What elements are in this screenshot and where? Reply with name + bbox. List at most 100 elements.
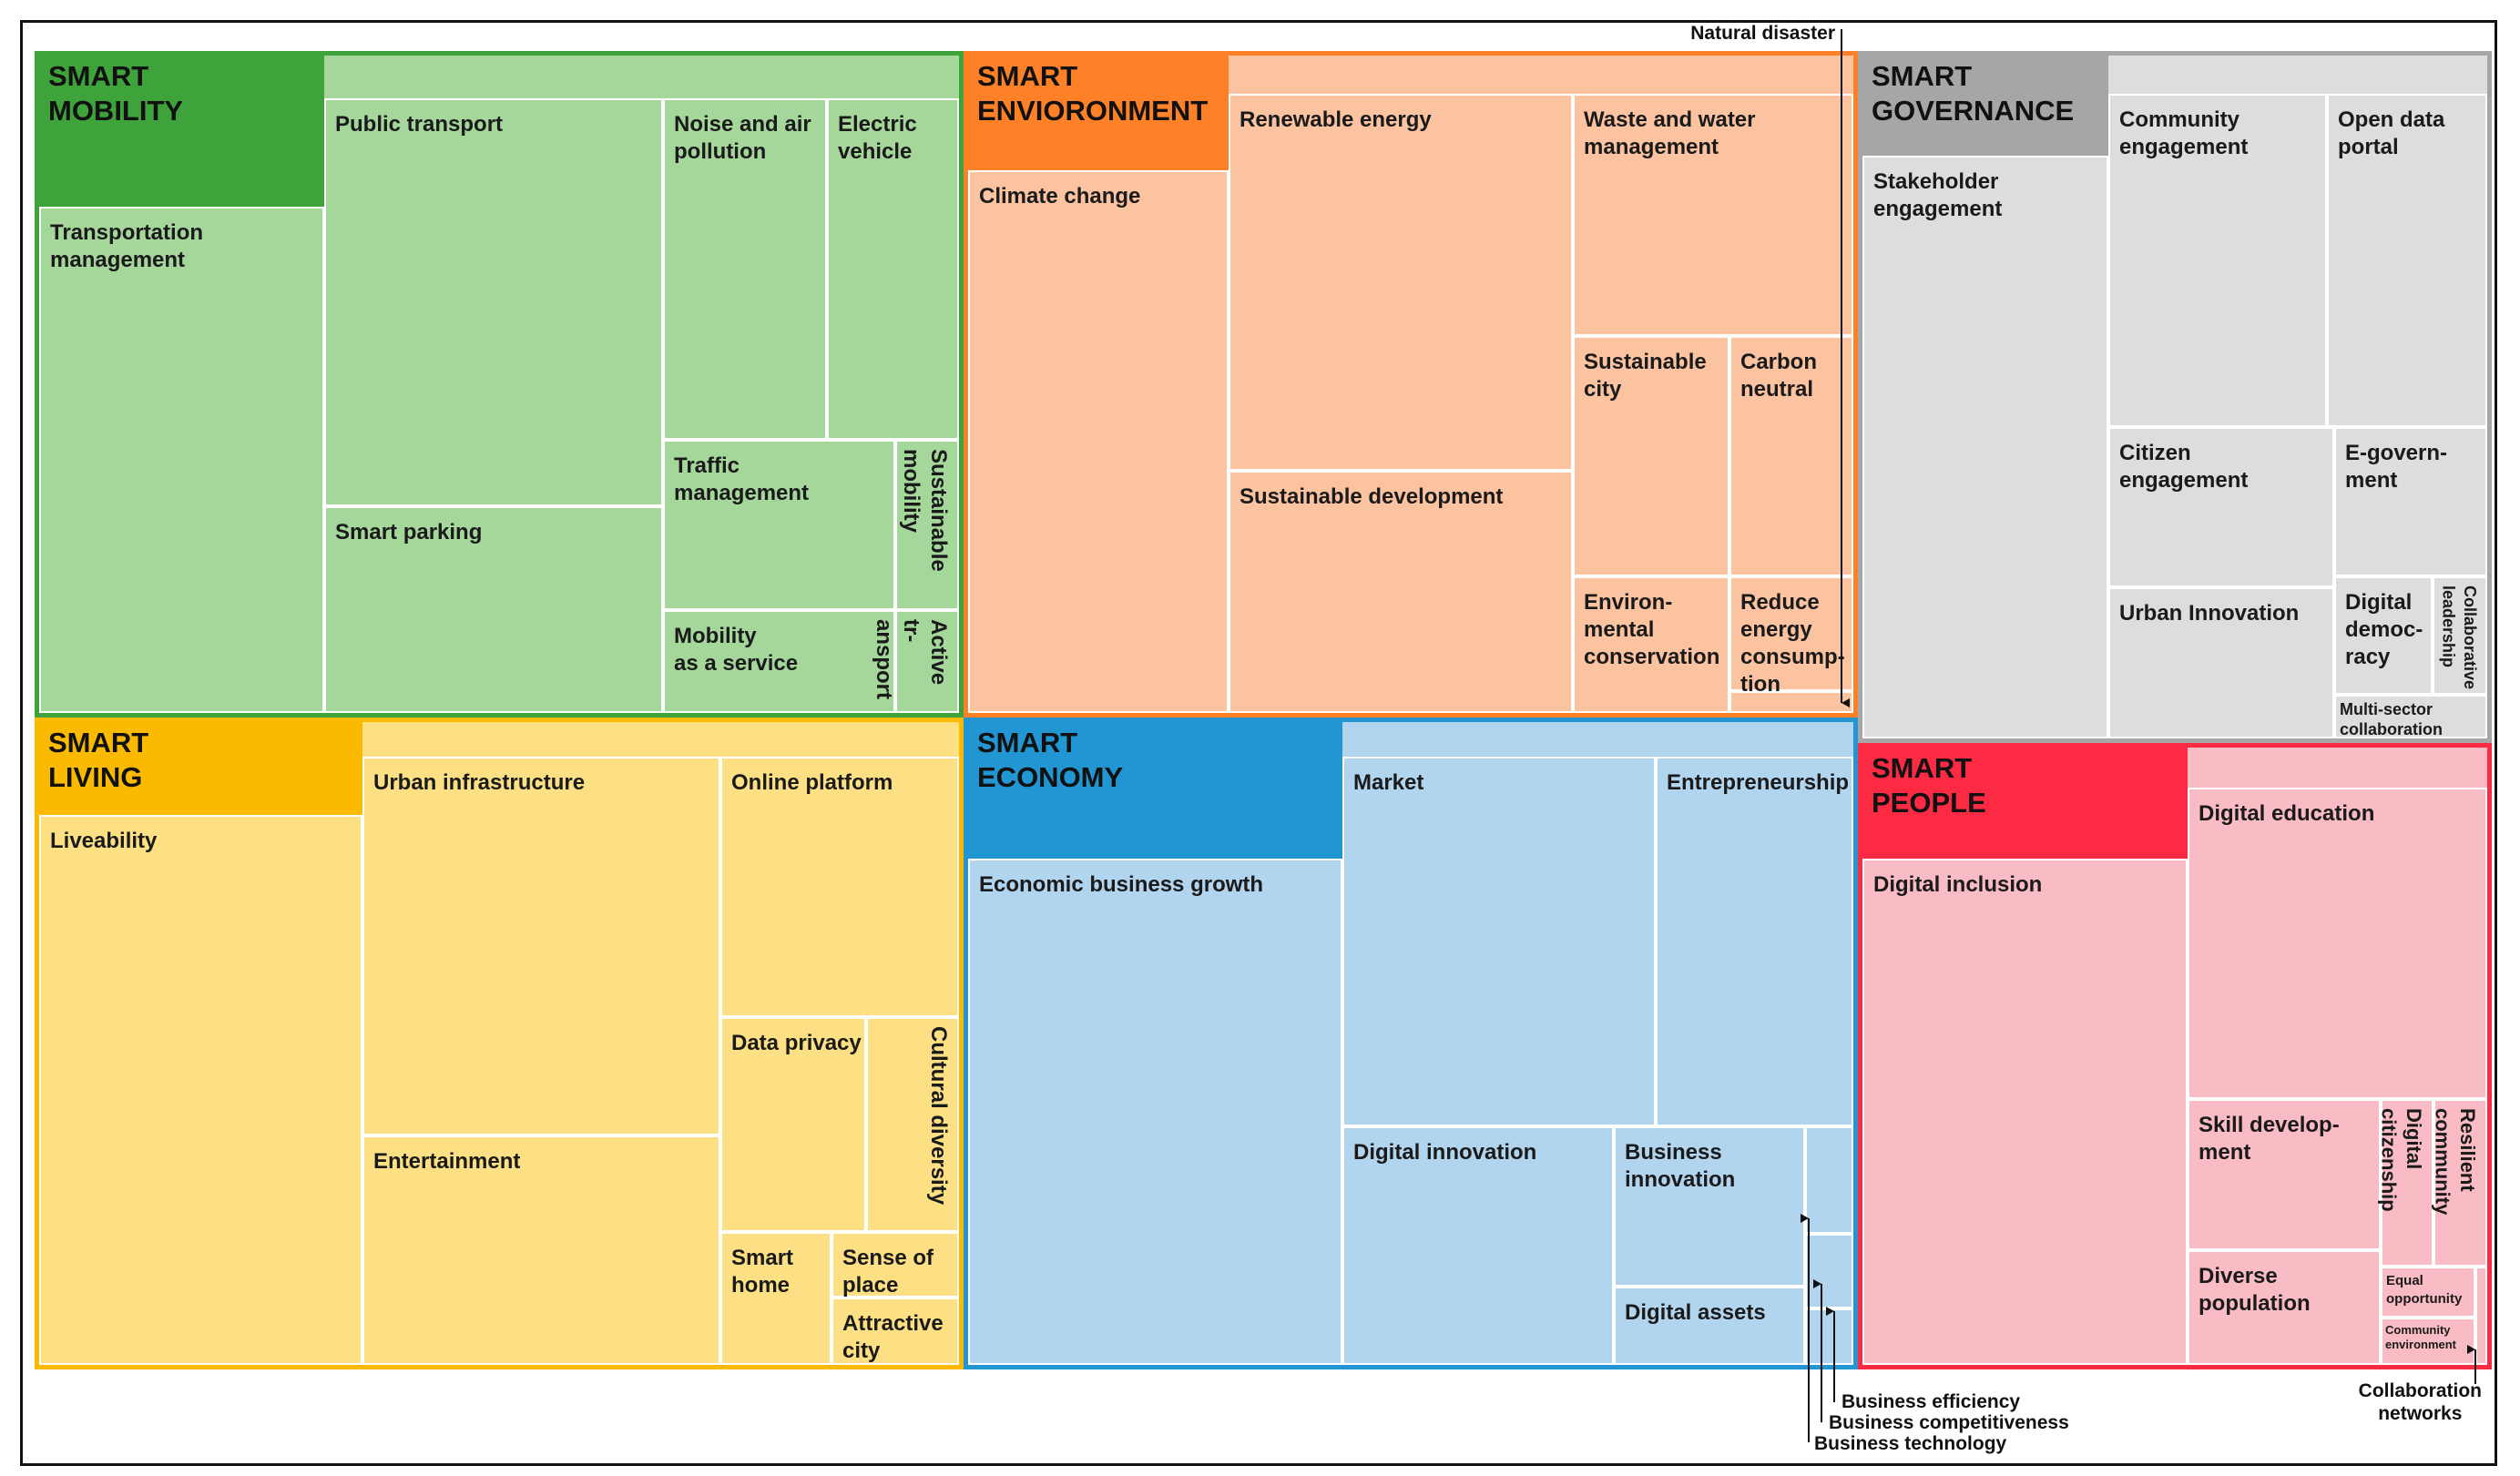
treemap-cell [1805, 1234, 1853, 1308]
treemap-cell: Online platform [720, 757, 959, 1017]
cell-label: Collaborative leadership [2439, 585, 2479, 690]
cell-label: Community engagement [2119, 107, 2249, 159]
cell-label: Carbon neutral [1740, 350, 1817, 402]
treemap-cell: Community engagement [2108, 94, 2327, 427]
treemap-cell: Stakeholder engagement [1862, 156, 2108, 738]
treemap-cell: Diverse population [2188, 1250, 2381, 1365]
treemap-cell: Sense of place [831, 1232, 959, 1298]
cell-label: Reduce energy consump- tion [1740, 590, 1845, 697]
panel-smart-governance: SMART GOVERNANCE Stakeholder engagement … [1858, 51, 2492, 743]
treemap-cell: Entrepreneurship [1656, 757, 1853, 1126]
treemap-cell: Electric vehicle [827, 98, 959, 440]
cell-label: Digital citizenship [2377, 1108, 2426, 1212]
panel-header: SMART GOVERNANCE [1862, 56, 2108, 156]
cell-label: Smart parking [335, 520, 483, 545]
cell-label: Traffic management [674, 453, 810, 505]
cell-label: Entertainment [373, 1149, 521, 1174]
panel-title: SMART ECONOMY [977, 727, 1124, 793]
cell-label: Renewable energy [1240, 107, 1432, 132]
cell-label: Digital innovation [1353, 1140, 1537, 1165]
cell-label: Digital assets [1625, 1300, 1766, 1325]
cell-label: Mobility as a service [674, 624, 799, 676]
treemap-cell: Collaborative leadership [2433, 576, 2487, 695]
collaboration-networks-label: Collaboration networks [2358, 1380, 2482, 1425]
treemap-cell: Renewable energy [1229, 94, 1573, 471]
panel-title: SMART GOVERNANCE [1872, 60, 2075, 127]
treemap-cell: Urban infrastructure [362, 757, 720, 1135]
treemap-cell: Business innovation [1614, 1126, 1805, 1287]
treemap-cell: Transportation management [39, 207, 324, 713]
treemap-cell: Economic business growth [968, 859, 1342, 1365]
treemap-cell: Digital education [2188, 788, 2487, 1099]
cell-label: Economic business growth [979, 872, 1264, 897]
treemap-cell: Equal opportunity [2381, 1267, 2475, 1318]
cell-label: Resilient community [2431, 1108, 2480, 1216]
panel-smart-mobility: SMART MOBILITY Transportation management… [35, 51, 964, 718]
panel-header: SMART MOBILITY [39, 56, 324, 207]
treemap-cell: Resilient community [2431, 1099, 2487, 1267]
business-efficiency-label: Business efficiency [1842, 1391, 2021, 1412]
cell-label: Sustainable city [1584, 350, 1707, 402]
business-technology-label: Business technology [1814, 1433, 2007, 1454]
cell-label: Citizen engagement [2119, 441, 2249, 493]
treemap-cell: Sustainable mobility [895, 440, 959, 610]
cell-label: Attractive city [842, 1311, 944, 1363]
cell-label: Urban infrastructure [373, 770, 586, 795]
treemap-cell: Smart home [720, 1232, 831, 1365]
treemap-cell: Active tr- ansport [872, 610, 959, 713]
cell-label: Skill develop- ment [2199, 1113, 2340, 1165]
cell-label: Online platform [731, 770, 893, 795]
treemap-cell [1805, 1126, 1853, 1234]
panel-title: SMART LIVING [48, 727, 149, 793]
panel-title: SMART MOBILITY [48, 60, 184, 127]
cell-label: Stakeholder engagement [1873, 169, 2003, 221]
treemap-cell: Data privacy [720, 1017, 866, 1232]
cell-label: Sustainable development [1240, 484, 1504, 509]
cell-label: Digital education [2199, 801, 2375, 826]
treemap-cell: Traffic management [663, 440, 895, 610]
treemap-cell: Open data portal [2327, 94, 2487, 427]
cell-label: Waste and water management [1584, 107, 1756, 159]
treemap-cell: Skill develop- ment [2188, 1099, 2381, 1250]
cell-label: Open data portal [2338, 107, 2445, 159]
cell-label: Cultural diversity [926, 1026, 951, 1206]
treemap-cell: Cultural diversity [866, 1017, 959, 1232]
treemap-cell: Digital assets [1614, 1287, 1805, 1365]
treemap-cell: Digital inclusion [1862, 859, 2188, 1365]
cell-label: Climate change [979, 184, 1141, 209]
cell-label: Community environment [2385, 1323, 2457, 1351]
treemap-cell: Entertainment [362, 1135, 720, 1365]
panel-header: SMART LIVING [39, 722, 362, 815]
cell-label: Public transport [335, 112, 504, 137]
treemap-cell: Digital democ- racy [2334, 576, 2433, 695]
panel-smart-environment: SMART ENVIORONMENT Climate change Renewa… [964, 51, 1858, 718]
cell-label: Smart home [731, 1246, 794, 1298]
panel-smart-people: SMART PEOPLE Digital inclusion Digital e… [1858, 743, 2492, 1369]
panel-smart-living: SMART LIVING Liveability Urban infrastru… [35, 718, 964, 1369]
treemap-cell: Digital innovation [1342, 1126, 1614, 1365]
panel-title: SMART ENVIORONMENT [977, 60, 1209, 127]
treemap-cell: Multi-sector collaboration [2334, 695, 2487, 738]
treemap-cell: Waste and water management [1573, 94, 1853, 336]
treemap-cell: Noise and air pollution [663, 98, 827, 440]
treemap-cell: Market [1342, 757, 1656, 1126]
cell-label: Multi-sector collaboration [2340, 700, 2443, 738]
cell-label: Digital democ- racy [2345, 590, 2423, 669]
cell-label: Business innovation [1625, 1140, 1736, 1192]
panel-header: SMART ECONOMY [968, 722, 1342, 859]
natural-disaster-label: Natural disaster [1690, 23, 1835, 44]
cell-label: Entrepreneurship [1667, 770, 1850, 795]
figure-frame [20, 20, 2497, 1466]
panel-header: SMART PEOPLE [1862, 748, 2188, 859]
treemap-cell: Carbon neutral [1729, 336, 1853, 576]
panel-title: SMART PEOPLE [1872, 752, 1986, 819]
cell-label: Data privacy [731, 1031, 862, 1055]
cell-label: Transportation management [50, 220, 204, 272]
treemap-cell: Sustainable city [1573, 336, 1729, 576]
treemap-cell: Digital citizenship [2378, 1099, 2433, 1267]
cell-label: Equal opportunity [2386, 1273, 2463, 1307]
treemap-cell: Environ- mental conservation [1573, 576, 1729, 713]
cell-label: Diverse population [2199, 1264, 2311, 1316]
cell-label: E-govern- ment [2345, 441, 2448, 493]
